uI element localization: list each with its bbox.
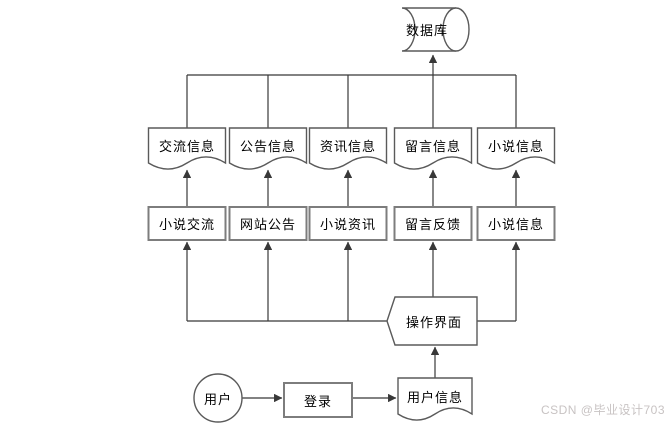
display-shape-interface (386, 296, 478, 346)
rectangle-shape-login (283, 382, 353, 418)
rectangle-shape-module-5 (476, 206, 556, 241)
database-cylinder-cap (442, 7, 470, 52)
document-shape-info-store-3 (308, 127, 388, 170)
connector-group (182, 54, 521, 403)
circle-shape-user (193, 373, 243, 423)
database-cylinder-shape (401, 7, 470, 52)
csdn-watermark: CSDN @毕业设计703 (540, 403, 665, 417)
document-shape-info-store-1 (147, 127, 227, 170)
document-shape-info-store-5 (476, 127, 556, 170)
database-cylinder-body (401, 7, 456, 52)
document-shape-user-info (397, 377, 473, 421)
rectangle-shape-module-1 (147, 206, 227, 241)
document-shape-info-store-2 (228, 127, 308, 170)
document-shape-info-store-4 (393, 127, 473, 170)
rectangle-shape-module-2 (228, 206, 308, 241)
rectangle-shape-module-3 (308, 206, 388, 241)
rectangle-shape-module-4 (393, 206, 473, 241)
